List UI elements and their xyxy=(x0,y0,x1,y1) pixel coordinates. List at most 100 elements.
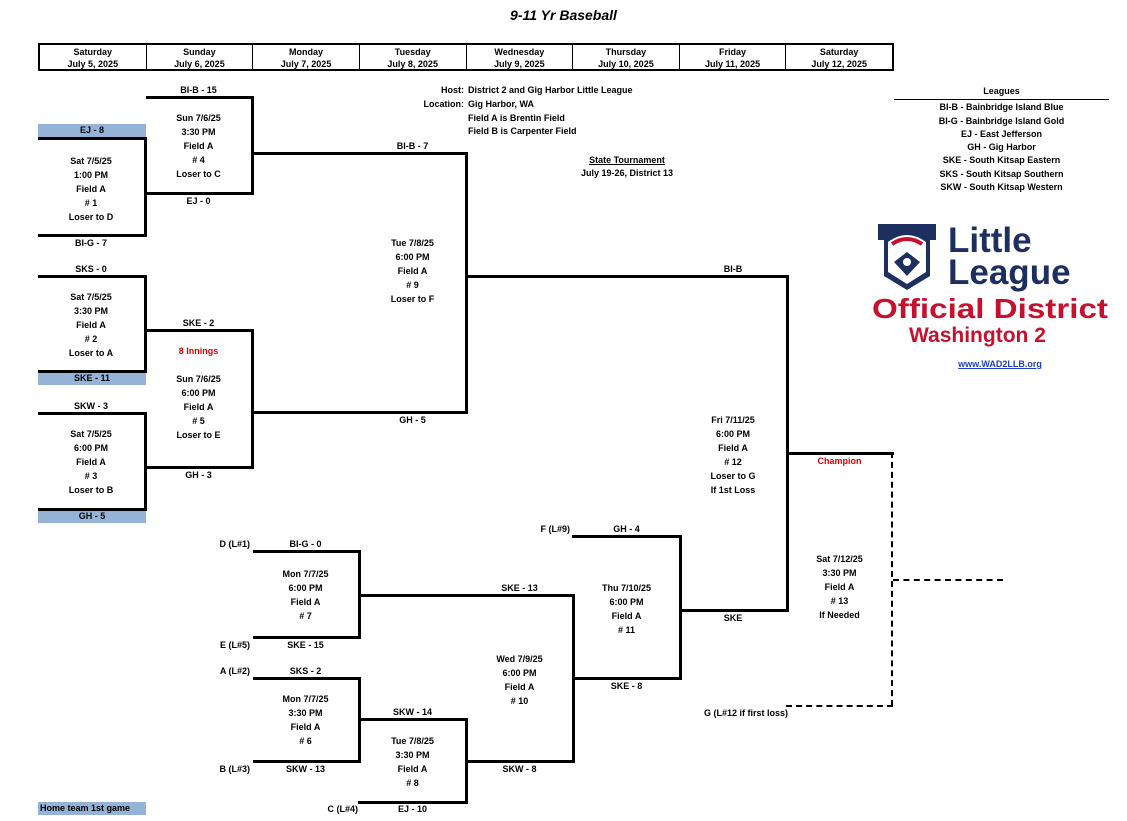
website-link[interactable]: www.WAD2LLB.org xyxy=(958,359,1042,369)
bracket-line xyxy=(465,275,789,278)
source-label: B (L#3) xyxy=(219,764,250,774)
logo-line4: Washington 2 xyxy=(909,324,1046,347)
team-label: SKW - 13 xyxy=(285,764,325,774)
game-time: 6:00 PM xyxy=(502,668,537,678)
day-date: July 12, 2025 xyxy=(811,59,867,69)
bracket-line xyxy=(253,677,361,680)
game-time: 3:30 PM xyxy=(822,568,857,578)
team-label: BI-B - 15 xyxy=(180,85,217,95)
day-name: Monday xyxy=(289,47,324,57)
state-tournament-detail: July 19-26, District 13 xyxy=(580,168,674,178)
day-name: Tuesday xyxy=(394,47,431,57)
game-time: 6:00 PM xyxy=(73,443,108,453)
source-label: C (L#4) xyxy=(327,804,358,814)
game-date: Sat 7/12/25 xyxy=(816,554,863,564)
day-date: July 9, 2025 xyxy=(494,59,545,69)
bracket-line xyxy=(358,801,468,804)
page-title: 9-11 Yr Baseball xyxy=(510,7,617,23)
bracket-line xyxy=(251,411,468,414)
bracket-line xyxy=(38,275,146,278)
game-number: # 11 xyxy=(617,625,636,635)
day-name: Friday xyxy=(719,47,747,57)
team-label: GH - 5 xyxy=(399,415,426,425)
game-number: # 2 xyxy=(84,334,98,344)
game-field: Field A xyxy=(76,320,106,330)
game-number: # 7 xyxy=(299,611,312,621)
game-field: Field A xyxy=(183,141,214,151)
location-label: Location: xyxy=(423,99,465,109)
bracket-line xyxy=(465,760,575,763)
team-label: BI-G - 7 xyxy=(74,238,107,248)
game-time: 3:30 PM xyxy=(395,750,430,760)
league-item: SKE - South Kitsap Eastern xyxy=(942,155,1061,166)
logo-line1: Little xyxy=(948,221,1032,260)
game-number: # 9 xyxy=(406,280,419,290)
bracket-line xyxy=(253,636,361,639)
team-label: BI-B xyxy=(723,264,743,274)
bracket-line xyxy=(38,508,146,511)
day-date: July 5, 2025 xyxy=(67,59,119,69)
game-number: # 3 xyxy=(84,471,98,481)
bracket-line xyxy=(786,452,894,455)
league-item: GH - Gig Harbor xyxy=(967,142,1036,153)
team-label: SKS - 0 xyxy=(75,264,107,274)
location-value: Gig Harbor, WA xyxy=(468,99,535,109)
bracket-line xyxy=(679,609,789,612)
game-condition: If Needed xyxy=(819,610,860,620)
league-item: SKS - South Kitsap Southern xyxy=(939,168,1064,179)
day-date: July 6, 2025 xyxy=(174,59,225,69)
game-loser-path: Loser to B xyxy=(68,485,114,495)
little-league-logo: Little League Official District Washingt… xyxy=(872,218,1112,348)
team-bar-ske: SKE - 11 xyxy=(38,372,146,385)
state-tournament-title: State Tournament xyxy=(589,155,665,165)
game-loser-path: Loser to F xyxy=(390,294,435,304)
source-label: A (L#2) xyxy=(219,666,250,676)
game-field: Field A xyxy=(290,597,321,607)
game-number: # 4 xyxy=(192,155,205,165)
bracket-line xyxy=(144,329,254,332)
team-label: GH - 3 xyxy=(185,470,212,480)
bracket-line xyxy=(146,96,254,99)
day-date: July 7, 2025 xyxy=(280,59,332,69)
game-field: Field A xyxy=(718,443,748,453)
team-label: SKE - 15 xyxy=(287,640,324,650)
team-label: BI-B - 7 xyxy=(396,141,429,151)
day-name: Saturday xyxy=(73,47,113,57)
team-label: EJ - 10 xyxy=(397,804,428,814)
game-field: Field A xyxy=(504,682,535,692)
home-team-note: Home team 1st game xyxy=(38,802,146,815)
bracket-line xyxy=(465,152,468,414)
bracket-line xyxy=(38,234,146,237)
game-number: # 10 xyxy=(510,696,529,706)
game-date: Mon 7/7/25 xyxy=(282,569,329,579)
bracket-line xyxy=(253,550,361,553)
day-name: Sunday xyxy=(183,47,216,57)
source-label: F (L#9) xyxy=(540,524,570,534)
game-time: 3:30 PM xyxy=(288,708,323,718)
game-time: 6:00 PM xyxy=(715,429,750,439)
bracket-line xyxy=(144,412,147,511)
game-time: 3:30 PM xyxy=(73,306,108,316)
team-label: SKW - 8 xyxy=(502,764,537,774)
bracket-line xyxy=(144,275,147,373)
logo-line3: Official District xyxy=(872,293,1108,324)
team-label: G (L#12 if first loss) xyxy=(704,708,789,718)
bracket-line xyxy=(251,152,468,155)
game-date: Sat 7/5/25 xyxy=(70,156,112,166)
game-number: # 5 xyxy=(192,416,205,426)
game-field: Field A xyxy=(824,582,855,592)
game-number: # 1 xyxy=(84,198,98,208)
game-date: Sat 7/5/25 xyxy=(70,292,112,302)
